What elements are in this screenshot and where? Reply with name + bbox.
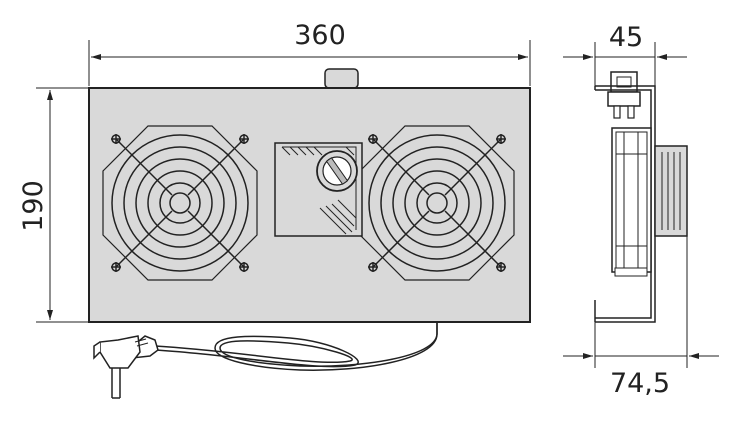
fan-icon [102,125,258,281]
dimension-depth-bottom-label: 74,5 [610,368,670,399]
thermostat-icon [274,142,363,237]
dimension-height: 190 [18,87,89,323]
dimension-depth-top-label: 45 [609,22,643,53]
dimension-height-label: 190 [18,180,49,232]
dimension-width: 360 [88,20,531,86]
dimension-depth-top: 45 [563,22,687,86]
dimension-depth-bottom: 74,5 [563,236,719,399]
side-view [594,71,688,323]
fan-icon [359,125,515,281]
front-panel [88,68,531,323]
power-switch-icon [324,68,359,89]
dimension-width-label: 360 [294,20,346,51]
power-plug-icon [93,335,159,399]
power-cord [93,322,438,399]
